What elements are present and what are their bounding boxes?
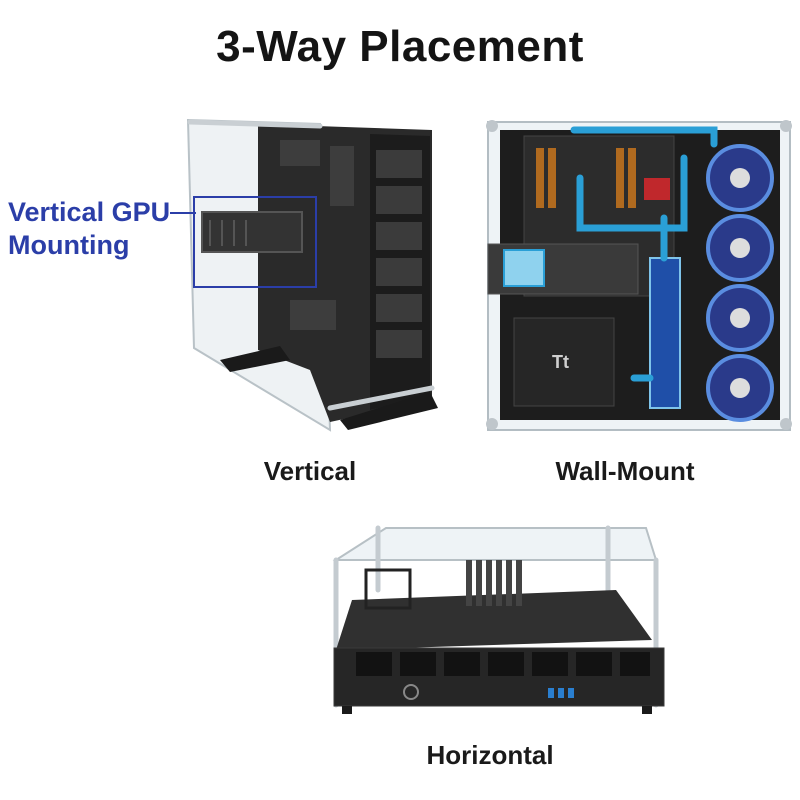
gpu-highlight-box — [193, 196, 317, 288]
caption-wall-mount: Wall-Mount — [555, 456, 695, 486]
horizontal-case-image — [332, 525, 665, 714]
psu-logo-text: Tt — [552, 352, 569, 372]
page-title: 3-Way Placement — [216, 22, 584, 71]
callout-line-2: Mounting — [8, 230, 130, 260]
caption-vertical: Vertical — [263, 456, 357, 486]
callout-line-1: Vertical GPU — [8, 197, 171, 227]
callout-connector-line — [170, 212, 196, 214]
caption-horizontal: Horizontal — [426, 740, 554, 770]
wall-mount-case-image: Tt — [486, 120, 792, 431]
vertical-gpu-callout: Vertical GPU Mounting — [8, 196, 170, 262]
vertical-case-image — [186, 118, 438, 432]
